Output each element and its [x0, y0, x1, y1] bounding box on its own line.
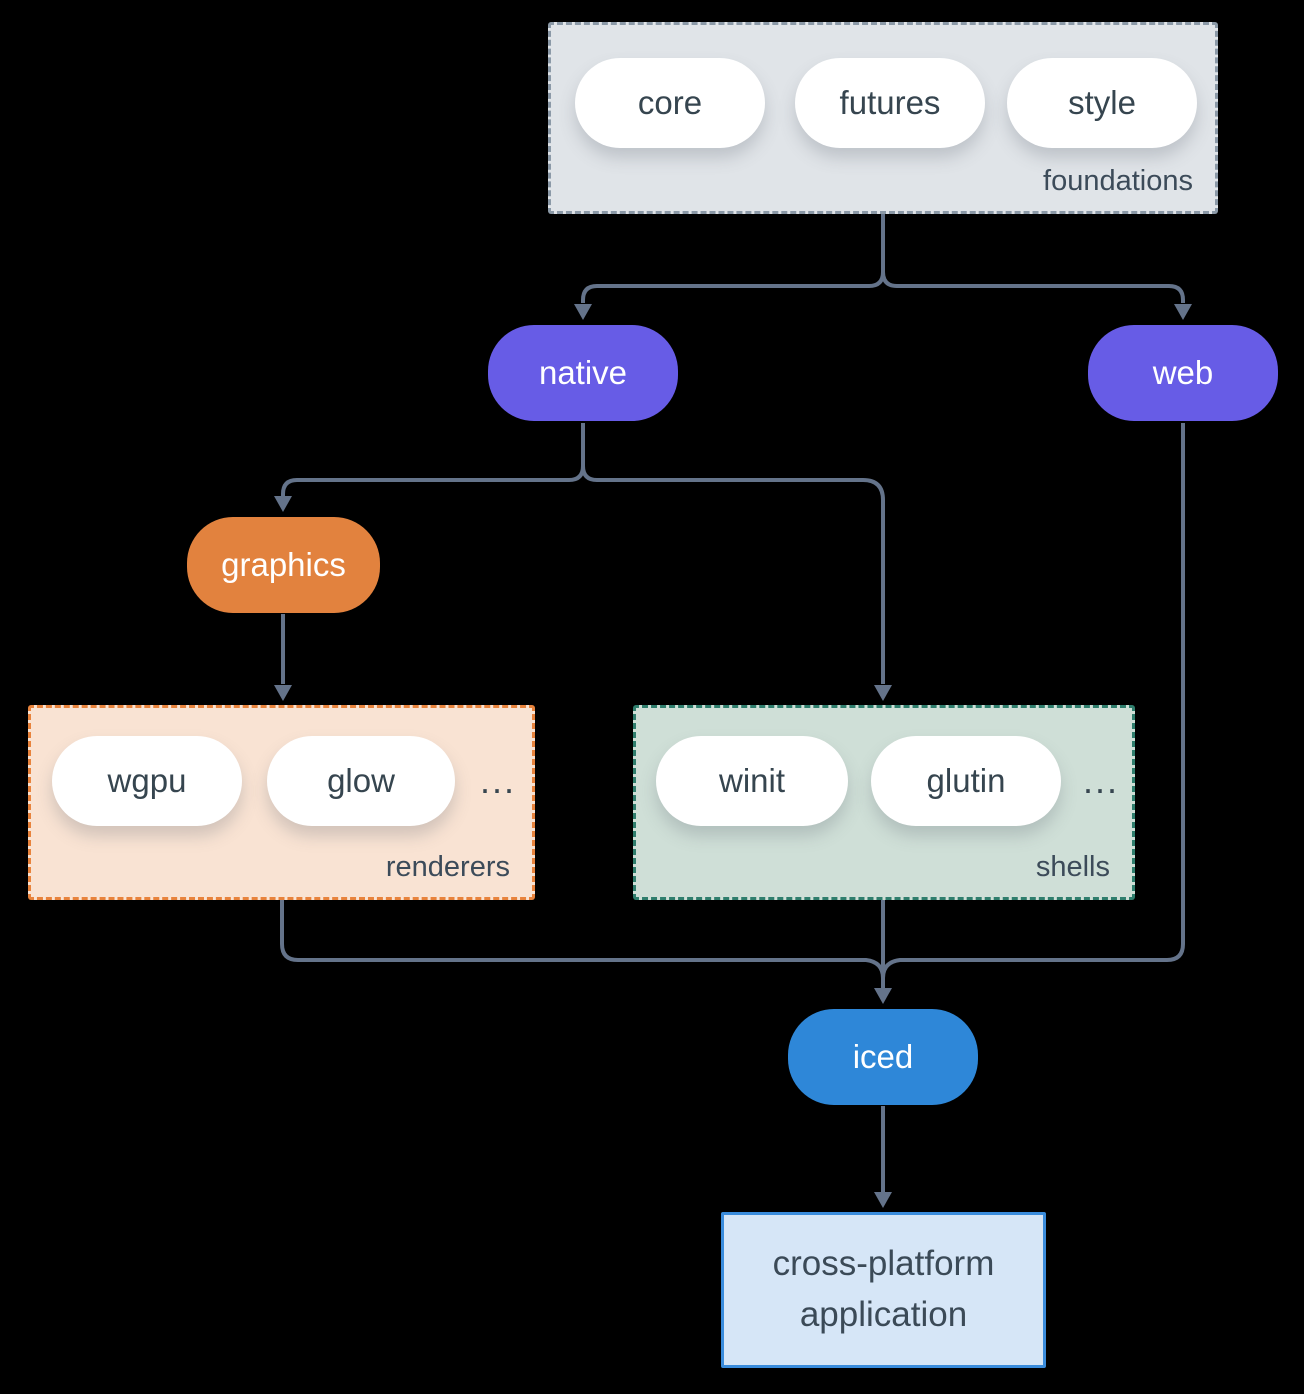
node-cross-platform-application: cross-platform application [721, 1212, 1046, 1368]
node-iced: iced [788, 1009, 978, 1105]
arrowhead-shells [874, 685, 892, 701]
node-glow: glow [267, 736, 455, 826]
node-winit: winit [656, 736, 848, 826]
node-core: core [575, 58, 765, 148]
application-label-line2: application [799, 1295, 968, 1334]
node-graphics: graphics [187, 517, 380, 613]
node-futures: futures [795, 58, 985, 148]
edge-foundations-native [581, 214, 885, 303]
group-shells-label: shells [1035, 851, 1110, 883]
arrowhead-application [874, 1192, 892, 1208]
edge-native-shells [581, 423, 885, 684]
arrowhead-graphics [274, 496, 292, 512]
group-foundations: core futures style foundations [548, 22, 1218, 214]
edge-renderers-iced [280, 899, 885, 979]
node-style: style [1007, 58, 1197, 148]
arrowhead-renderers [274, 685, 292, 701]
arrowhead-native [574, 304, 592, 320]
arrowhead-iced [874, 988, 892, 1004]
group-renderers-label: renderers [385, 851, 510, 883]
node-glutin: glutin [871, 736, 1061, 826]
renderers-ellipsis: ... [479, 760, 516, 801]
arrowhead-web [1174, 304, 1192, 320]
node-native: native [488, 325, 678, 421]
edge-native-graphics [281, 423, 585, 496]
edge-foundations-web [881, 214, 1185, 303]
shells-ellipsis: ... [1082, 760, 1119, 801]
group-renderers: wgpu glow ... renderers [28, 705, 535, 900]
node-web: web [1088, 325, 1278, 421]
node-wgpu: wgpu [52, 736, 242, 826]
application-label-line1: cross-platform [772, 1244, 995, 1284]
group-shells: winit glutin ... shells [633, 705, 1135, 900]
group-foundations-label: foundations [1043, 165, 1193, 197]
